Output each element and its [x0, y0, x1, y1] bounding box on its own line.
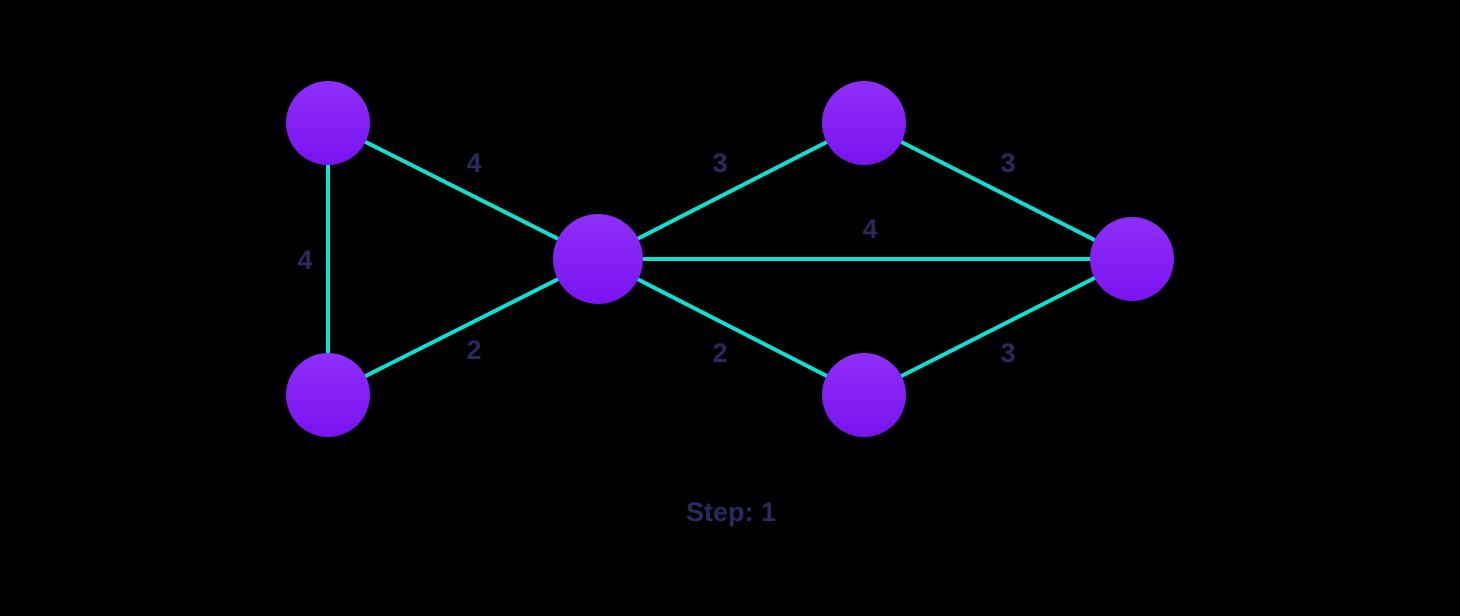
nodes-layer — [286, 81, 1174, 437]
graph-edge — [596, 121, 866, 261]
edges-layer — [326, 121, 1134, 397]
edge-weight-label: 3 — [712, 148, 727, 178]
edge-weight-label: 4 — [297, 245, 312, 275]
graph-node[interactable] — [286, 81, 370, 165]
graph-edge — [596, 257, 866, 397]
graph-edge — [326, 257, 600, 397]
edge-weight-label: 2 — [466, 335, 481, 365]
edge-weight-label: 3 — [1000, 148, 1015, 178]
graph-node[interactable] — [553, 214, 643, 304]
graph-node[interactable] — [822, 81, 906, 165]
edge-weight-label: 2 — [712, 338, 727, 368]
edge-weight-label: 4 — [466, 148, 481, 178]
edge-labels-layer: 4 4 2 3 2 4 3 3 — [297, 148, 1015, 368]
graph-edge — [862, 257, 1134, 397]
graph-edge — [862, 121, 1134, 261]
graph-edge — [326, 121, 600, 261]
edge-weight-label: 3 — [1000, 338, 1015, 368]
step-caption: Step: 1 — [686, 497, 776, 527]
graph-node[interactable] — [1090, 217, 1174, 301]
edge-weight-label: 4 — [862, 214, 877, 244]
graph-node[interactable] — [822, 353, 906, 437]
graph-node[interactable] — [286, 353, 370, 437]
